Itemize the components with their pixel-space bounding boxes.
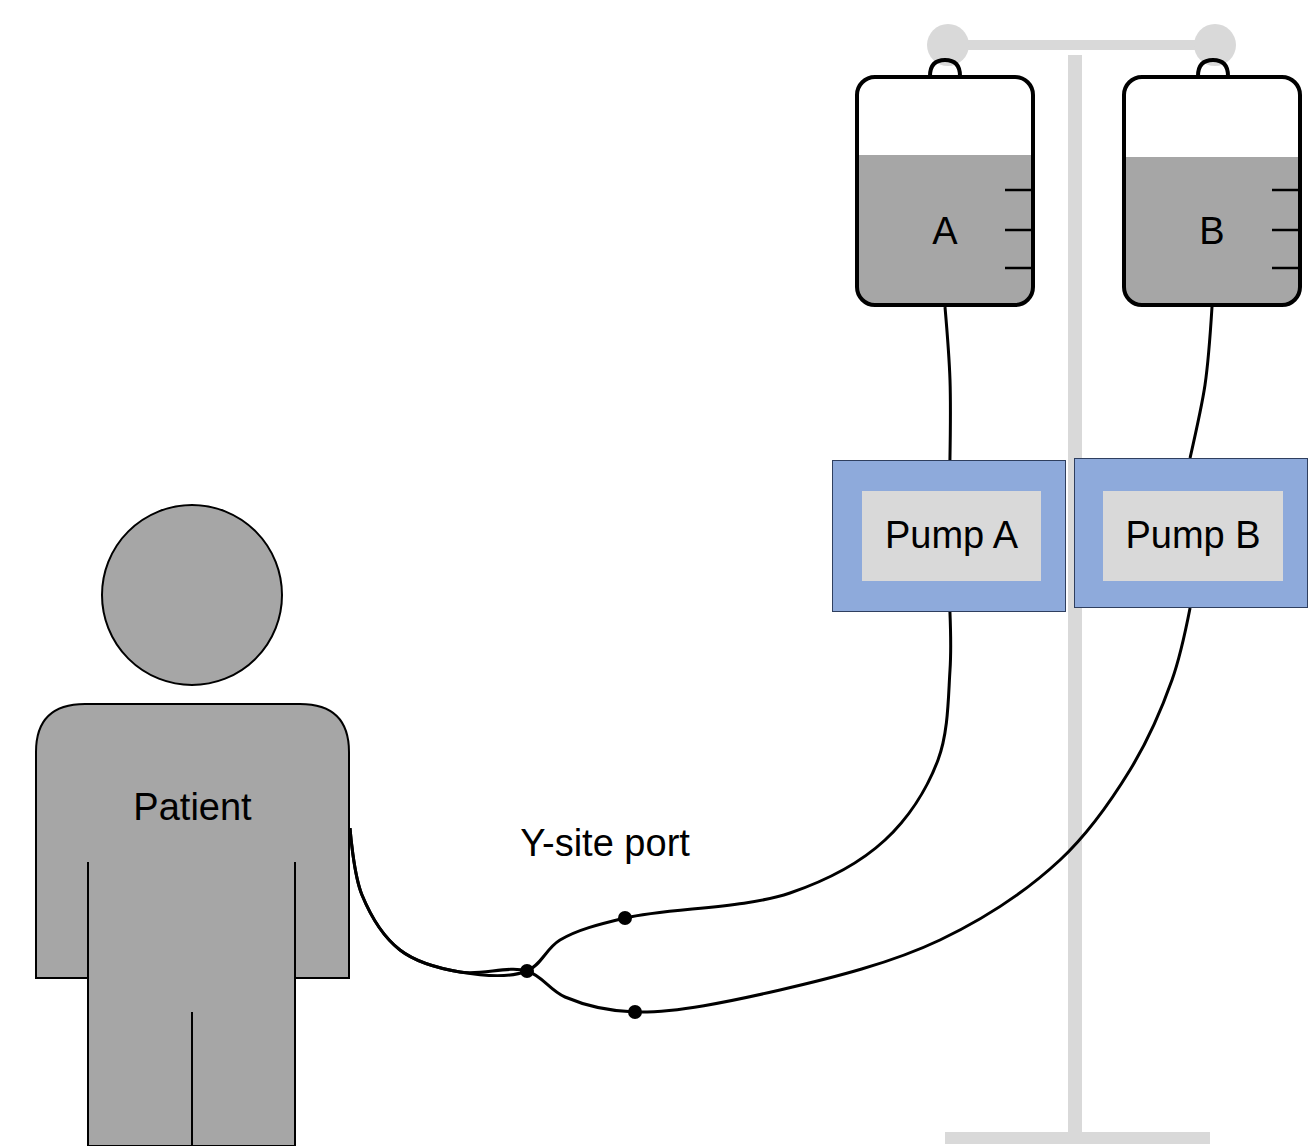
iv-bag: A [855,75,1035,307]
iv-top-bar [948,40,1215,50]
pump-display: Pump A [862,491,1041,581]
infusion-pump: Pump A [832,460,1066,612]
bag-label-holder: B [1122,211,1302,253]
bag-outline [1122,75,1302,307]
bag-hook [930,60,960,76]
scale-tick [1005,229,1035,232]
junction-dot [628,1005,642,1019]
junction-dot [520,964,534,978]
scale-tick [1005,267,1035,270]
iv-tubing [350,612,951,976]
infusion-pump: Pump B [1074,458,1308,608]
person-label-holder: Patient [35,787,350,829]
iv-bag: B [1122,75,1302,307]
scale-tick [1272,267,1302,270]
person-body [36,704,349,1146]
person-head [102,505,282,685]
pump-name: Pump B [1125,515,1260,557]
iv-tubing [350,608,1190,1012]
arm-line [294,862,296,978]
bag-outline [855,75,1035,307]
leg-line [191,1012,193,1146]
bag-label-holder: A [855,211,1035,253]
port-label: Y-site port [517,822,693,865]
scale-tick [1272,229,1302,232]
bag-hook [1198,60,1228,76]
pump-name: Pump A [885,515,1018,557]
iv-tubing [1190,307,1212,458]
scale-tick [1272,189,1302,192]
iv-base [945,1132,1210,1144]
iv-tubing [945,307,950,460]
arm-line [87,862,89,978]
junction-dot [618,911,632,925]
bag-letter: A [932,210,957,252]
patient-figure: Patient [35,504,350,1146]
patient-label: Patient [133,786,251,828]
pump-display: Pump B [1103,491,1283,581]
bag-letter: B [1199,210,1224,252]
scale-tick [1005,189,1035,192]
